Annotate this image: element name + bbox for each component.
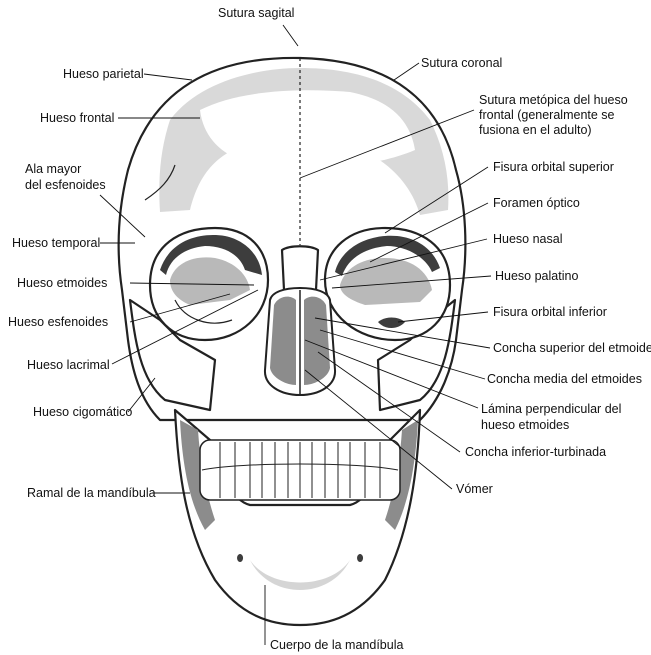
label-ala-mayor-line1: Ala mayor bbox=[25, 162, 81, 176]
leader-sutura-sagital bbox=[283, 25, 298, 46]
label-lamina-perpendicular-line2: hueso etmoides bbox=[481, 418, 569, 432]
label-hueso-esfenoides: Hueso esfenoides bbox=[8, 315, 108, 329]
label-hueso-lacrimal: Hueso lacrimal bbox=[27, 358, 110, 372]
label-sutura-metopica-line1: Sutura metópica del hueso bbox=[479, 93, 628, 107]
label-lamina-perpendicular-line1: Lámina perpendicular del bbox=[481, 402, 621, 416]
label-hueso-frontal: Hueso frontal bbox=[40, 111, 114, 125]
label-ramal-mandibula: Ramal de la mandíbula bbox=[27, 486, 156, 500]
label-ala-mayor-line2: del esfenoides bbox=[25, 178, 106, 192]
label-concha-inferior: Concha inferior-turbinada bbox=[465, 445, 606, 459]
skull-illustration bbox=[119, 58, 466, 625]
nasal-bone bbox=[282, 246, 318, 290]
mental-foramen-left bbox=[237, 554, 243, 562]
label-cuerpo-mandibula: Cuerpo de la mandíbula bbox=[270, 638, 403, 652]
leader-hueso-parietal bbox=[144, 74, 192, 80]
label-fisura-orbital-superior: Fisura orbital superior bbox=[493, 160, 614, 174]
label-hueso-etmoides: Hueso etmoides bbox=[17, 276, 107, 290]
label-hueso-nasal: Hueso nasal bbox=[493, 232, 563, 246]
label-hueso-cigomatico: Hueso cigomático bbox=[33, 405, 132, 419]
mental-foramen-right bbox=[357, 554, 363, 562]
label-vomer: Vómer bbox=[456, 482, 493, 496]
label-hueso-parietal: Hueso parietal bbox=[63, 67, 144, 81]
label-sutura-sagital: Sutura sagital bbox=[218, 6, 294, 20]
label-hueso-temporal: Hueso temporal bbox=[12, 236, 100, 250]
leader-sutura-coronal bbox=[394, 63, 419, 80]
label-sutura-metopica-line2: frontal (generalmente se bbox=[479, 108, 615, 122]
label-concha-media: Concha media del etmoides bbox=[487, 372, 642, 386]
nasal-cavity-left-shade bbox=[270, 297, 296, 385]
label-foramen-optico: Foramen óptico bbox=[493, 196, 580, 210]
label-sutura-metopica-line3: fusiona en el adulto) bbox=[479, 123, 592, 137]
label-hueso-palatino: Hueso palatino bbox=[495, 269, 578, 283]
label-fisura-orbital-inferior: Fisura orbital inferior bbox=[493, 305, 607, 319]
label-concha-superior: Concha superior del etmoides bbox=[493, 341, 651, 355]
label-sutura-coronal: Sutura coronal bbox=[421, 56, 502, 70]
